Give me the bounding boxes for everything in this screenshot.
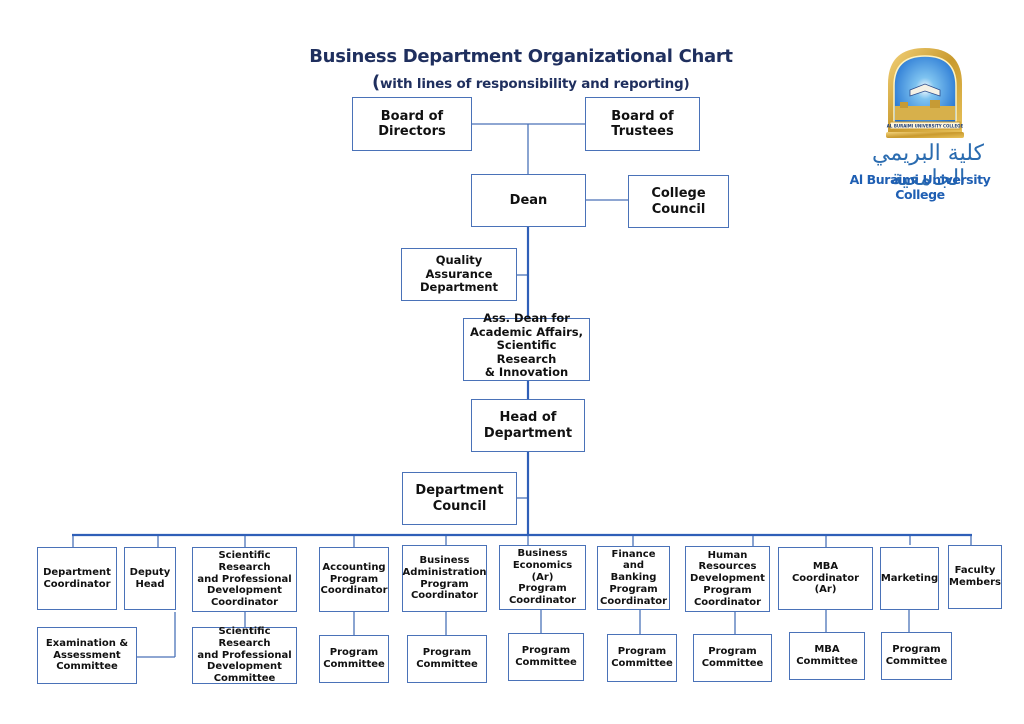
chart-subtitle: (with lines of responsibility and report… [372,72,690,93]
subtitle-text: with lines of responsibility and reporti… [380,76,690,92]
node-hrd-coordinator: Human Resources Development Program Coor… [685,546,770,612]
node-fb-coordinator: Finance and Banking Program Coordinator [597,546,670,610]
subtitle-paren: ( [372,72,381,93]
node-deputy-head: Deputy Head [124,547,176,610]
node-fb-committee: Program Committee [607,634,677,682]
node-mba-coordinator: MBA Coordinator (Ar) [778,547,873,610]
node-department-coordinator: Department Coordinator [37,547,117,610]
node-srpd-committee: Scientific Research and Professional Dev… [192,626,297,684]
node-board-of-directors: Board of Directors [352,97,472,151]
node-accounting-coordinator: Accounting Program Coordinator [319,547,389,612]
node-department-council: Department Council [402,472,517,525]
logo-english-name: Al Buraimi University College [849,172,991,202]
college-emblem-logo: AL BURAIMI UNIVERSITY COLLEGE [886,48,964,138]
logo-arabic-name: كلية البريمي الجامعية [872,141,984,191]
node-ba-coordinator: Business Administration Program Coordina… [402,545,487,612]
node-assoc-dean: Ass. Dean for Academic Affairs, Scientif… [463,311,590,381]
node-head-of-department: Head of Department [471,399,585,452]
node-accounting-committee: Program Committee [319,635,389,683]
node-be-coordinator: Business Economics (Ar) Program Coordina… [499,545,586,610]
node-exam-committee: Examination & Assessment Committee [37,627,137,684]
node-faculty-members: Faculty Members [948,545,1002,609]
node-quality-assurance: Quality Assurance Department [401,248,517,301]
node-ba-committee: Program Committee [407,635,487,683]
node-hrd-committee: Program Committee [693,634,772,682]
node-marketing: Marketing [880,547,939,610]
node-marketing-committee: Program Committee [881,632,952,680]
logo-badge-text: AL BURAIMI UNIVERSITY COLLEGE [887,124,964,129]
node-college-council: College Council [628,175,729,228]
node-board-of-trustees: Board of Trustees [585,97,700,151]
node-dean: Dean [471,174,586,227]
node-be-committee: Program Committee [508,633,584,681]
node-mba-committee: MBA Committee [789,632,865,680]
chart-title: Business Department Organizational Chart [309,46,733,67]
node-srpd-coordinator: Scientific Research and Professional Dev… [192,547,297,612]
